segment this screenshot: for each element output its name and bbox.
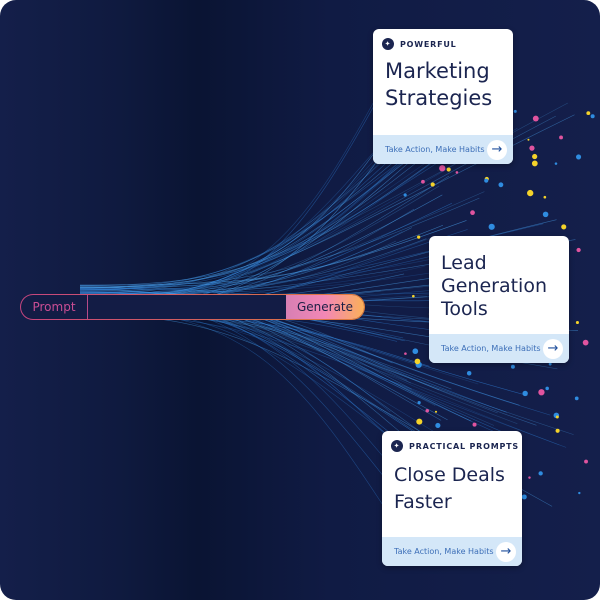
particle-dot	[555, 415, 559, 419]
fiber-line	[79, 86, 385, 316]
lightbulb-icon: ✦	[382, 38, 394, 50]
particle-dot	[548, 362, 552, 366]
particle-dot	[417, 401, 421, 405]
particle-dot	[439, 165, 446, 172]
particle-dot	[574, 396, 579, 401]
fiber-line	[79, 238, 427, 294]
lightbulb-icon: ✦	[391, 440, 403, 452]
particle-dot	[527, 189, 534, 197]
fiber-line	[79, 265, 425, 290]
particle-dot	[470, 210, 475, 216]
particle-dot	[412, 348, 419, 355]
particle-dot	[488, 223, 495, 230]
particle-dot	[522, 390, 528, 397]
particle-dot	[561, 224, 567, 230]
card-footer-text: Take Action, Make Habits	[385, 145, 485, 154]
particle-dot	[404, 352, 407, 355]
particle-dot	[586, 111, 591, 116]
fiber-line	[79, 264, 483, 293]
prompt-label: Prompt	[21, 295, 88, 319]
fiber-line	[79, 308, 404, 537]
fiber-line	[79, 224, 444, 286]
particle-dot	[555, 428, 560, 433]
particle-dot	[532, 115, 539, 122]
particle-dot	[510, 364, 515, 369]
particle-dot	[484, 178, 489, 183]
particle-dot	[545, 386, 549, 391]
card-badge: POWERFUL	[400, 39, 457, 49]
arrow-right-icon[interactable]: →	[496, 541, 516, 562]
particle-dot	[446, 167, 451, 172]
particle-dot	[472, 422, 477, 427]
fiber-line	[79, 220, 467, 288]
particle-dot	[417, 235, 421, 239]
particle-dot	[435, 422, 441, 429]
particle-dot	[590, 114, 595, 119]
particle-dot	[543, 195, 547, 199]
prompt-input[interactable]	[88, 295, 286, 319]
fiber-line	[79, 298, 419, 520]
fiber-line	[79, 121, 485, 297]
fiber-line	[79, 231, 403, 290]
arrow-right-icon[interactable]: →	[487, 139, 507, 160]
particle-dot	[411, 294, 415, 298]
particle-dot	[542, 211, 549, 218]
particle-dot	[425, 408, 430, 413]
fiber-line	[79, 313, 463, 450]
fiber-line	[79, 286, 472, 422]
fiber-line	[79, 141, 383, 289]
particle-dot	[576, 247, 581, 253]
particle-dot	[575, 320, 579, 325]
card-footer-text: Take Action, Make Habits	[394, 547, 494, 556]
card-badge: PRACTICAL PROMPTS	[409, 441, 519, 451]
particle-dot	[554, 162, 558, 165]
particle-dot	[531, 160, 538, 167]
particle-dot	[421, 179, 425, 184]
particle-dot	[416, 418, 423, 425]
particle-dot	[414, 358, 421, 365]
particle-dot	[582, 339, 589, 346]
particle-dot	[434, 410, 438, 413]
particle-dot	[538, 471, 543, 476]
particle-dot	[430, 182, 435, 187]
particle-dot	[513, 109, 517, 113]
prompt-bar: Prompt Generate	[20, 294, 365, 320]
particle-dot	[498, 182, 504, 188]
particle-dot	[575, 154, 582, 160]
fiber-line	[79, 191, 485, 295]
particle-dot	[538, 389, 545, 396]
fiber-line	[79, 83, 384, 305]
particle-dot	[455, 171, 459, 174]
arrow-right-icon[interactable]: →	[543, 338, 563, 359]
fiber-line	[79, 148, 414, 291]
particle-dot	[529, 145, 535, 151]
fiber-line	[79, 288, 498, 414]
particle-dot	[578, 491, 581, 495]
card-footer-text: Take Action, Make Habits	[441, 344, 541, 353]
particle-dot	[559, 135, 563, 140]
particle-dot	[528, 476, 531, 479]
generate-button[interactable]: Generate	[286, 295, 364, 319]
particle-dot	[521, 494, 527, 500]
particle-dot	[532, 153, 538, 160]
particle-dot	[584, 459, 588, 464]
fiber-line	[79, 139, 446, 286]
particle-dot	[527, 138, 530, 141]
fiber-line	[79, 127, 518, 296]
fiber-line	[79, 123, 499, 291]
particle-dot	[403, 193, 407, 197]
fiber-line	[79, 288, 551, 416]
fiber-line	[79, 245, 498, 286]
particle-dot	[466, 370, 472, 376]
